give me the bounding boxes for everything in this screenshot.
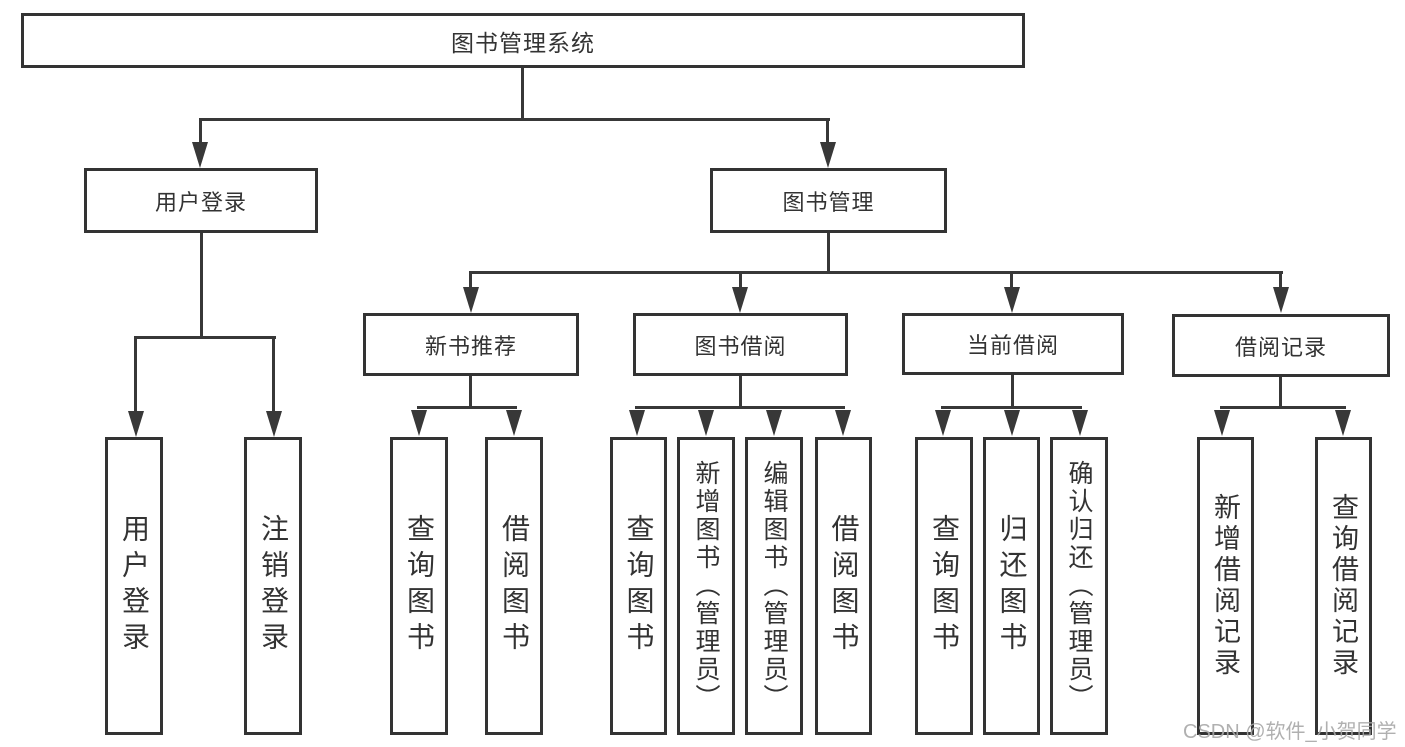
- connector-line: [739, 271, 742, 289]
- arrow-down-icon: [506, 410, 522, 436]
- connector-line: [635, 406, 845, 409]
- node-book-borrowing: 图书借阅: [633, 313, 848, 376]
- connector-line: [739, 376, 742, 408]
- connector-line: [417, 406, 517, 409]
- connector-line: [521, 68, 524, 118]
- arrow-down-icon: [1004, 287, 1020, 313]
- leaf-add-books-admin: 新增图书（管理员）: [677, 437, 735, 735]
- arrow-down-icon: [629, 410, 645, 436]
- leaf-borrow-books: 借阅图书: [815, 437, 872, 735]
- leaf-return-books: 归还图书: [983, 437, 1040, 735]
- leaf-query-books-recommend: 查询图书: [390, 437, 448, 735]
- arrow-down-icon: [128, 411, 144, 437]
- connector-line: [469, 271, 1283, 274]
- arrow-down-icon: [1214, 410, 1230, 436]
- leaf-borrow-books-recommend: 借阅图书: [485, 437, 543, 735]
- connector-line: [469, 271, 472, 289]
- connector-line: [1010, 271, 1013, 289]
- connector-line: [199, 118, 202, 146]
- arrow-down-icon: [698, 410, 714, 436]
- connector-line: [1011, 375, 1014, 408]
- connector-line: [199, 118, 830, 121]
- arrow-down-icon: [266, 411, 282, 437]
- arrow-down-icon: [935, 410, 951, 436]
- connector-line: [272, 336, 275, 412]
- connector-line: [826, 118, 829, 146]
- connector-line: [469, 376, 472, 408]
- leaf-edit-books-admin: 编辑图书（管理员）: [745, 437, 803, 735]
- leaf-user-login: 用户登录: [105, 437, 163, 735]
- csdn-watermark: CSDN @软件_小贺同学: [1183, 721, 1397, 743]
- leaf-add-borrow-record: 新增借阅记录: [1197, 437, 1254, 735]
- leaf-confirm-return-admin: 确认归还（管理员）: [1050, 437, 1108, 735]
- arrow-down-icon: [766, 410, 782, 436]
- connector-line: [827, 233, 830, 274]
- connector-line: [1220, 406, 1346, 409]
- connector-line: [200, 233, 203, 336]
- connector-line: [1279, 377, 1282, 408]
- node-user-login: 用户登录: [84, 168, 318, 233]
- arrow-down-icon: [835, 410, 851, 436]
- arrow-down-icon: [1273, 287, 1289, 313]
- leaf-query-borrow-record: 查询借阅记录: [1315, 437, 1372, 735]
- arrow-down-icon: [1335, 410, 1351, 436]
- node-new-book-recommend: 新书推荐: [363, 313, 579, 376]
- arrow-down-icon: [732, 287, 748, 313]
- arrow-down-icon: [820, 142, 836, 168]
- connector-line: [941, 406, 1082, 409]
- node-book-management: 图书管理: [710, 168, 947, 233]
- leaf-query-books-borrowing: 查询图书: [610, 437, 667, 735]
- arrow-down-icon: [463, 287, 479, 313]
- node-library-management-system: 图书管理系统: [21, 13, 1025, 68]
- arrow-down-icon: [192, 142, 208, 168]
- leaf-logout: 注销登录: [244, 437, 302, 735]
- connector-line: [134, 336, 137, 412]
- arrow-down-icon: [411, 410, 427, 436]
- connector-line: [1279, 271, 1282, 289]
- connector-line: [134, 336, 276, 339]
- leaf-query-books-current: 查询图书: [915, 437, 973, 735]
- arrow-down-icon: [1072, 410, 1088, 436]
- node-borrowing-records: 借阅记录: [1172, 314, 1390, 377]
- node-current-borrowing: 当前借阅: [902, 313, 1124, 375]
- arrow-down-icon: [1004, 410, 1020, 436]
